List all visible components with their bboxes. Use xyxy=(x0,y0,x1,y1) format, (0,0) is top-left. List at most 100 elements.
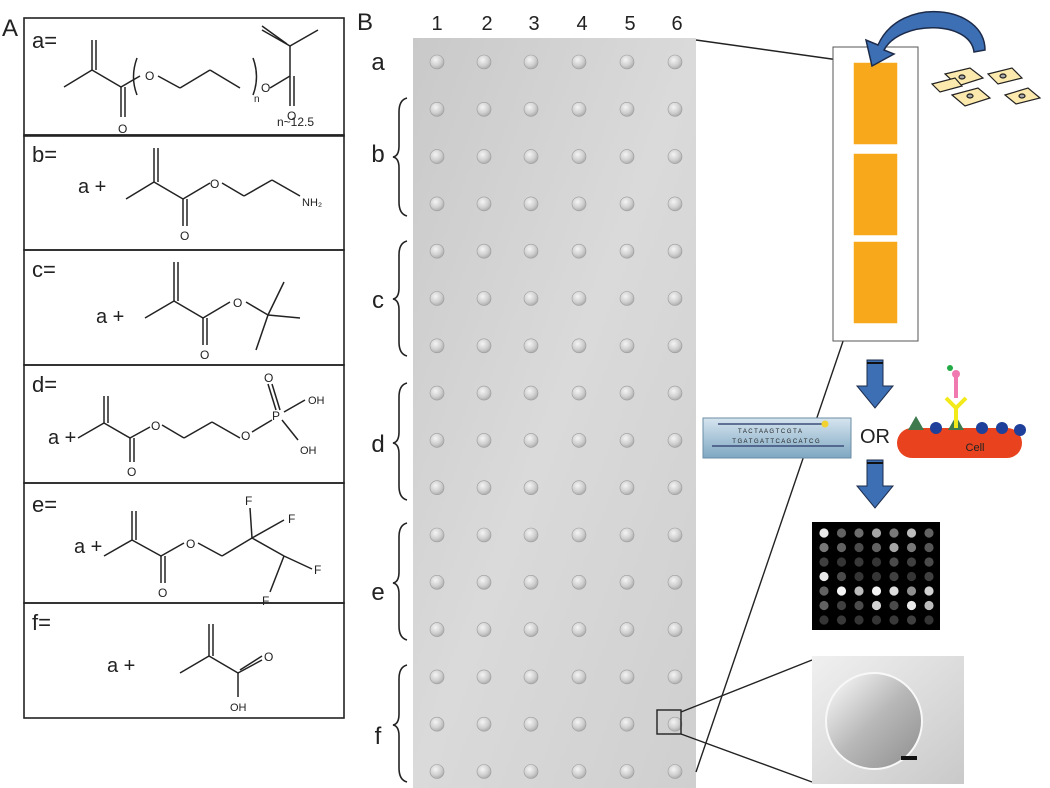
fluorescence-spot xyxy=(819,528,829,538)
array-spot xyxy=(667,716,683,732)
fluorescence-spot xyxy=(924,600,934,611)
fluorescence-spot xyxy=(889,615,899,625)
array-spot xyxy=(667,669,683,685)
array-spot xyxy=(476,669,492,685)
plus-label-c: a + xyxy=(96,306,124,328)
array-spot xyxy=(667,196,683,212)
column-3: 3 xyxy=(528,13,539,35)
array-spot xyxy=(523,196,539,212)
array-spot xyxy=(429,243,445,259)
atom-d-o2: O xyxy=(151,419,160,433)
array-spot xyxy=(571,669,587,685)
structure-a xyxy=(63,25,319,117)
row-label-f: f xyxy=(375,723,382,750)
fluorescence-spot xyxy=(924,615,934,625)
array-spot xyxy=(571,243,587,259)
atom-d-o3: O xyxy=(241,429,250,443)
array-spot xyxy=(667,291,683,306)
atom-a-o3: O xyxy=(261,81,270,95)
fluorescence-spot xyxy=(889,586,899,596)
fluorescence-spot xyxy=(889,557,899,567)
array-spot xyxy=(667,243,683,259)
fluorescence-spot xyxy=(836,600,847,611)
array-spot xyxy=(619,196,635,212)
array-spot xyxy=(619,716,635,732)
fluorescence-spot xyxy=(906,542,917,553)
array-spot xyxy=(523,54,539,70)
row-label-b: b xyxy=(371,141,384,168)
array-spot xyxy=(523,149,539,164)
fluorescence-spot xyxy=(819,542,829,553)
array-spot xyxy=(571,291,587,306)
microarray-slide xyxy=(413,38,696,788)
array-spot xyxy=(667,54,683,70)
array-spot xyxy=(429,149,445,164)
row-braces xyxy=(392,97,408,783)
array-spot xyxy=(476,243,492,259)
fluorescence-spot xyxy=(819,600,829,611)
array-spot xyxy=(571,622,587,637)
fluorescence-spot xyxy=(836,615,847,625)
fluorescence-spot xyxy=(924,571,934,582)
atom-e-o2: O xyxy=(186,537,195,551)
array-spot xyxy=(523,385,539,401)
column-2: 2 xyxy=(481,13,492,35)
array-spot xyxy=(523,338,539,354)
array-spot xyxy=(429,54,445,70)
array-spot xyxy=(476,622,492,637)
array-spot xyxy=(429,527,445,543)
fluorescence-spot xyxy=(871,586,882,596)
array-spot xyxy=(619,149,635,164)
atom-f-oh: OH xyxy=(230,702,247,714)
array-spot xyxy=(571,433,587,448)
array-spot xyxy=(476,480,492,496)
array-spot xyxy=(476,149,492,164)
array-spot xyxy=(619,338,635,354)
orange-pad xyxy=(852,61,899,146)
down-arrow-icon xyxy=(855,459,895,509)
array-spot xyxy=(619,574,635,590)
box-d xyxy=(23,364,345,484)
plus-label-f: a + xyxy=(107,655,135,677)
array-spot xyxy=(429,338,445,354)
fluorescence-spot xyxy=(854,600,864,611)
row-label-c: c xyxy=(372,287,384,314)
dna-hybridization-icon: T A C T A A G T C G T A T G A T G A T T … xyxy=(702,417,852,459)
cells-cluster-icon xyxy=(930,67,1042,107)
array-spot xyxy=(429,291,445,306)
cell-antibody-icon: Cell xyxy=(897,365,1026,458)
chip-pads xyxy=(852,61,899,325)
atom-d-p: P xyxy=(272,409,280,423)
box-label-c: c= xyxy=(32,257,56,282)
plus-label-d: a + xyxy=(48,427,76,449)
atom-a-n: n xyxy=(254,94,260,105)
fluorescence-spot xyxy=(906,600,917,611)
structure-d xyxy=(77,383,306,462)
fluorescence-spot xyxy=(836,542,847,553)
array-spot xyxy=(667,622,683,637)
array-spot xyxy=(429,764,445,779)
fluorescence-spot xyxy=(889,600,899,611)
dna-top-sequence: T A C T A A G T C G T A xyxy=(738,429,802,435)
or-label: OR xyxy=(860,426,890,448)
array-spot xyxy=(619,480,635,496)
microarray-spots xyxy=(429,54,683,779)
array-spot xyxy=(523,764,539,779)
array-spot xyxy=(429,102,445,117)
panel-a-boxes xyxy=(23,17,345,719)
fluorescence-spot xyxy=(854,528,864,538)
array-spot xyxy=(667,385,683,401)
fluorescence-spot xyxy=(906,571,917,582)
structure-e xyxy=(103,507,313,593)
cell-label: Cell xyxy=(966,442,985,454)
fluorescence-spot xyxy=(924,528,934,538)
array-spot xyxy=(476,433,492,448)
array-spot xyxy=(476,527,492,543)
fluorescence-spot xyxy=(854,557,864,567)
array-spot xyxy=(523,243,539,259)
structure-c xyxy=(144,262,301,351)
array-spot xyxy=(571,102,587,117)
fluorescence-spot xyxy=(854,586,864,596)
fluorescence-spot xyxy=(819,615,829,625)
atom-c-o1: O xyxy=(200,348,209,362)
